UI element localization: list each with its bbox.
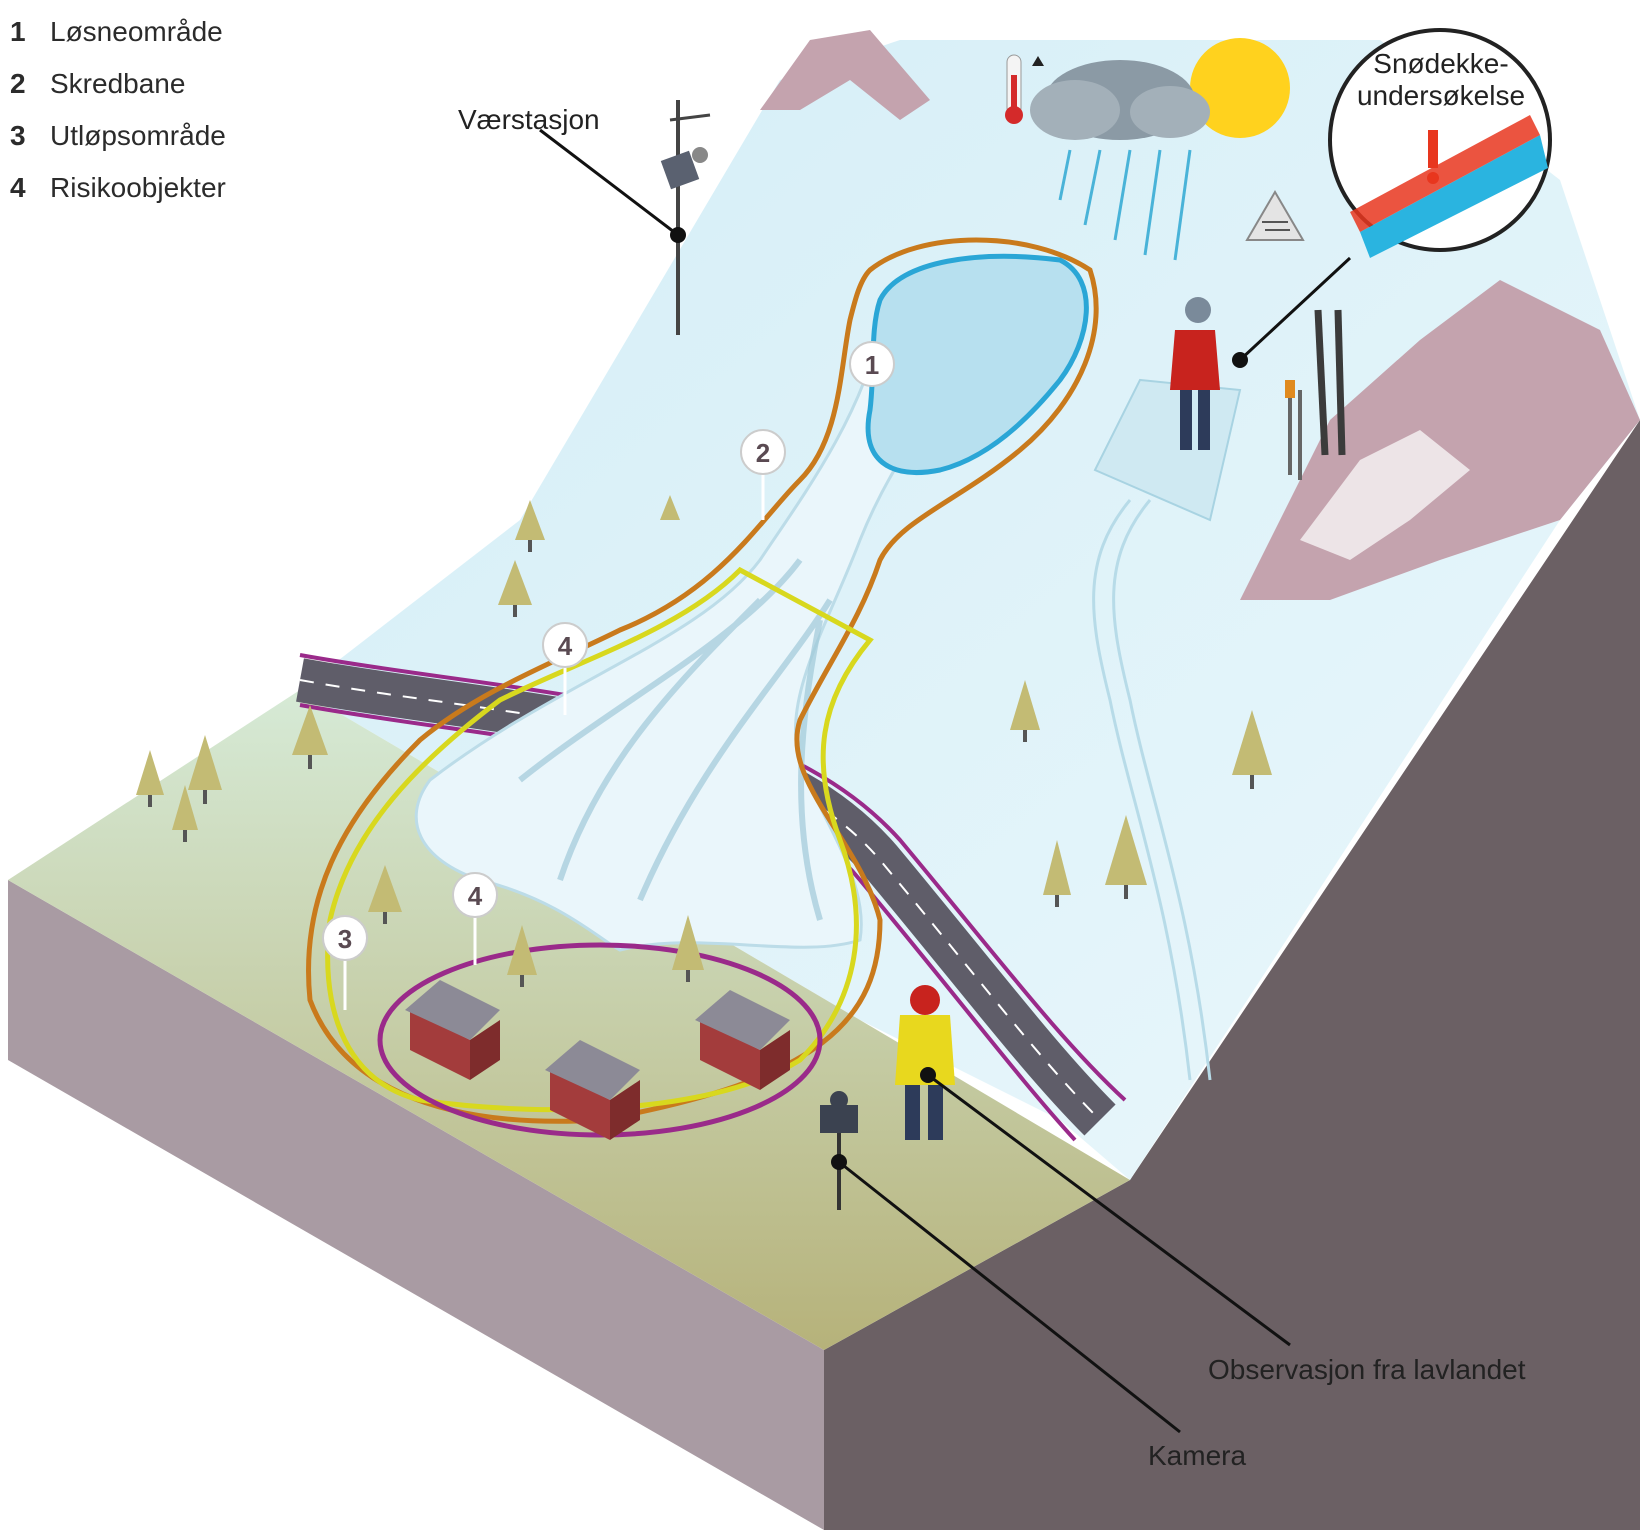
legend-label: Risikoobjekter [50, 172, 226, 203]
marker-runout: 3 [322, 915, 368, 1010]
legend-label: Løsneområde [50, 16, 223, 47]
leader-line-snow-survey [1238, 256, 1352, 362]
legend-item: 4 Risikoobjekter [10, 162, 226, 214]
leader-line-weather-station [539, 128, 679, 237]
lowland [8, 690, 1130, 1350]
snow-slope [300, 40, 1640, 1180]
lowland-observer [895, 985, 955, 1140]
tree [515, 500, 545, 552]
sun-icon [1190, 38, 1290, 138]
tree [660, 495, 680, 520]
mountain-left [760, 30, 930, 120]
marker-release-number: 1 [865, 350, 879, 380]
snow-profile-callout [1328, 28, 1552, 258]
snow-survey-label-line1: Snødekke- [1373, 48, 1509, 79]
weather-station [660, 100, 711, 335]
leader-dot-snow-survey [1232, 352, 1248, 368]
marker-path: 2 [740, 429, 786, 520]
marker-path-number: 2 [756, 438, 770, 468]
legend-label: Skredbane [50, 68, 186, 99]
road-border-top [299, 653, 1127, 1102]
legend-number: 3 [10, 120, 26, 151]
snow-observer [1170, 297, 1220, 450]
snow-survey-label-line2: undersøkelse [1356, 80, 1526, 111]
tree [136, 750, 164, 807]
snow-survey-label: Snødekke- undersøkelse [1336, 48, 1546, 112]
tree [188, 735, 222, 804]
marker-runout-number: 3 [338, 924, 352, 954]
tree [1010, 680, 1040, 742]
house [545, 1040, 640, 1140]
leader-dot-camera [831, 1154, 847, 1170]
skis [1314, 309, 1346, 456]
avalanche-debris [414, 318, 1003, 952]
ski-track [1112, 499, 1212, 1081]
tree [1043, 840, 1071, 907]
tree [498, 560, 532, 617]
legend-item: 3 Utløpsområde [10, 110, 226, 162]
legend-number: 2 [10, 68, 26, 99]
tree [292, 705, 328, 769]
mountain-right-snow [1300, 430, 1470, 560]
marker-release-area: 1 [849, 341, 895, 387]
camera-on-stand [820, 1091, 858, 1210]
ski-poles [1285, 380, 1302, 480]
path-outline [306, 237, 1099, 1124]
leader-dot-lowland-observation [920, 1067, 936, 1083]
house [695, 990, 790, 1090]
legend-number: 1 [10, 16, 26, 47]
marker-risk-road: 4 [542, 622, 588, 715]
wind-warning-icon [1245, 190, 1305, 241]
runout-outline [325, 566, 874, 1113]
avalanche-debris-shading [518, 558, 833, 921]
leader-line-lowland-observation [927, 1073, 1291, 1347]
weather-station-label: Værstasjon [458, 104, 600, 135]
marker-risk-road-number: 4 [558, 631, 573, 661]
ground-side-right [824, 420, 1640, 1530]
marker-risk-houses-number: 4 [468, 881, 483, 911]
ground-side-front [8, 880, 824, 1530]
road-centerline [299, 679, 1101, 1121]
marker-risk-houses: 4 [452, 872, 498, 965]
tree [172, 785, 198, 842]
tree [1232, 710, 1272, 789]
camera-label: Kamera [1148, 1440, 1247, 1471]
precipitation-icon [1058, 149, 1192, 261]
thermometer-icon [1005, 54, 1044, 124]
leader-line-camera [838, 1160, 1181, 1434]
warning-exclamation-icon [1428, 130, 1438, 168]
tree [672, 915, 704, 982]
house [405, 980, 500, 1080]
ski-track [1092, 499, 1192, 1081]
leader-dot-weather-station [670, 227, 686, 243]
legend-label: Utløpsområde [50, 120, 226, 151]
legend-item: 1 Løsneområde [10, 6, 226, 58]
legend-item: 2 Skredbane [10, 58, 226, 110]
lowland-observation-label: Observasjon fra lavlandet [1208, 1354, 1526, 1385]
cloud-icon [1030, 60, 1210, 140]
release-area [865, 253, 1089, 475]
legend-number: 4 [10, 172, 26, 203]
tree [1105, 815, 1147, 899]
snow-layer-weak [1350, 115, 1540, 232]
snow-layer-blue [1360, 135, 1548, 258]
tree [507, 925, 537, 987]
tree [368, 865, 402, 924]
legend: 1 Løsneområde 2 Skredbane 3 Utløpsområde… [10, 6, 226, 214]
